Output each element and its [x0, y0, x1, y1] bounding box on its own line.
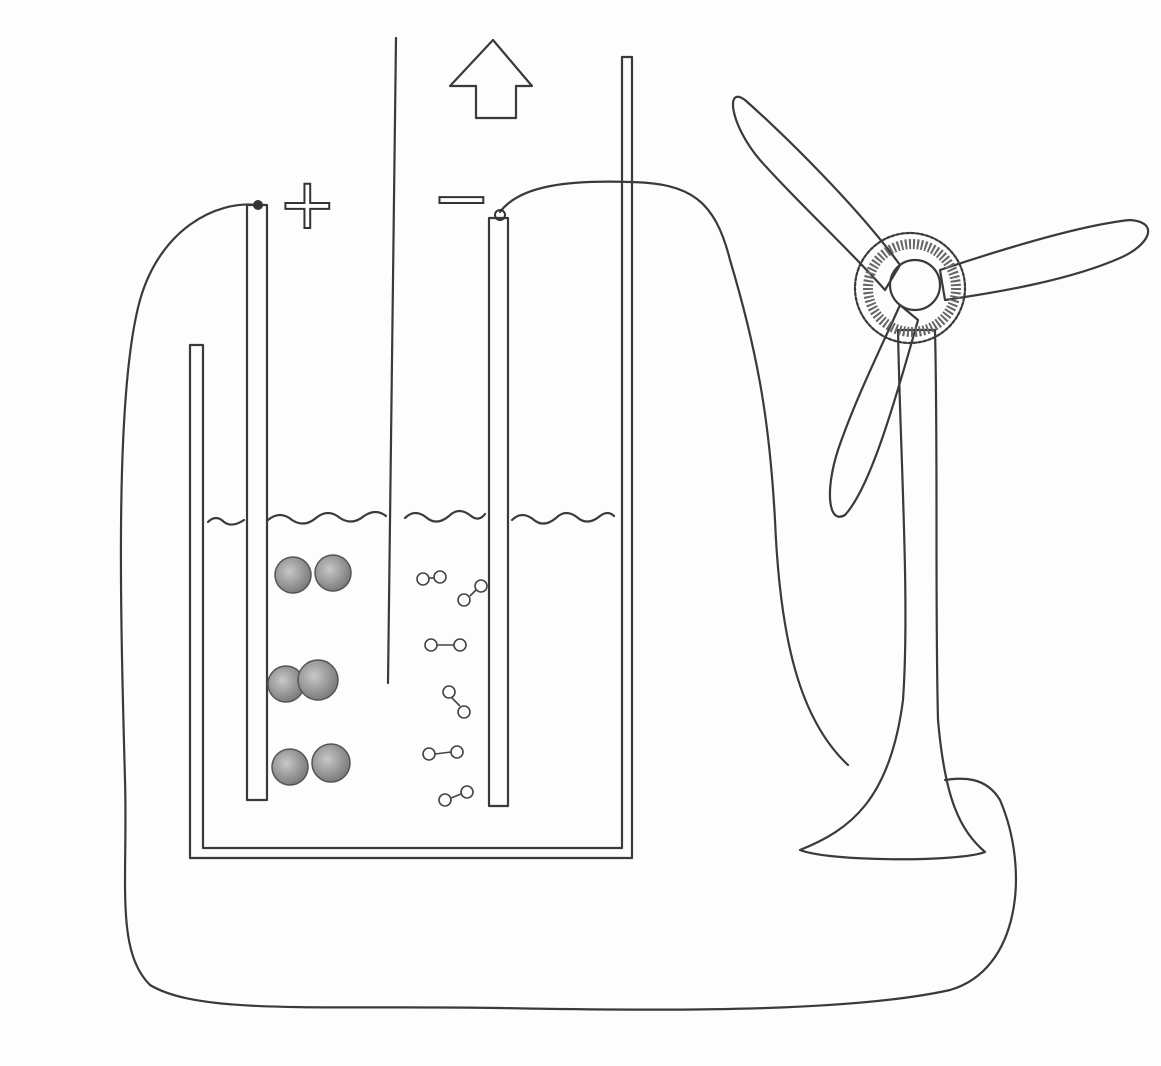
electrolysis-tank [188, 55, 634, 860]
positive-electrode [245, 203, 269, 802]
negative-terminal-label: − [432, 157, 491, 239]
gas-outflow-arrow [448, 38, 534, 120]
molecule-atom [274, 556, 312, 594]
positive-terminal-label: + [278, 163, 337, 245]
wire-positive [119, 203, 1017, 1011]
negative-electrode [487, 216, 510, 808]
oxygen-molecules [267, 554, 352, 786]
turbine-nacelle [853, 231, 967, 345]
water-surface [206, 509, 616, 526]
molecule-atom [297, 659, 339, 701]
molecule-atom [311, 743, 351, 783]
wire-negative [498, 180, 850, 767]
membrane-separator [386, 36, 398, 685]
turbine-gear-ring [863, 239, 961, 337]
turbine-blade-bottom [828, 303, 920, 518]
wind-turbine [731, 95, 1150, 861]
hydrogen-molecules [416, 570, 488, 807]
molecule-atom [314, 554, 352, 592]
molecule-atom [271, 748, 309, 786]
turbine-hub [888, 258, 942, 312]
turbine-blade-right [938, 218, 1150, 302]
turbine-tower [798, 328, 987, 861]
turbine-blade-top [731, 95, 902, 292]
